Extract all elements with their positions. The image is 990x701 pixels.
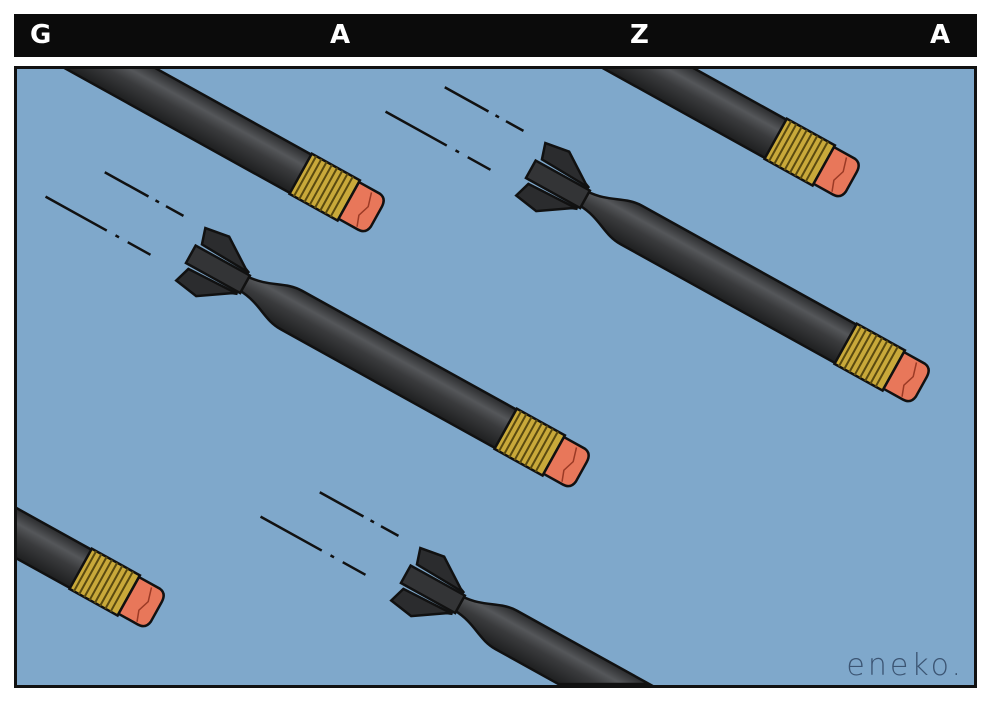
title-letter: G xyxy=(30,20,52,50)
title-bar: G A Z A xyxy=(14,14,977,57)
artist-signature: eneko. xyxy=(846,648,964,683)
title-letter: A xyxy=(330,20,351,50)
pencil-bomb-bottom xyxy=(259,471,655,685)
cartoon-illustration xyxy=(17,69,974,685)
cartoon-panel: eneko. xyxy=(14,66,977,688)
pencil-bottom-left xyxy=(17,251,168,632)
pencil-bomb-right xyxy=(384,69,939,416)
title-letter: A xyxy=(930,20,951,50)
title-letter: Z xyxy=(630,20,649,50)
